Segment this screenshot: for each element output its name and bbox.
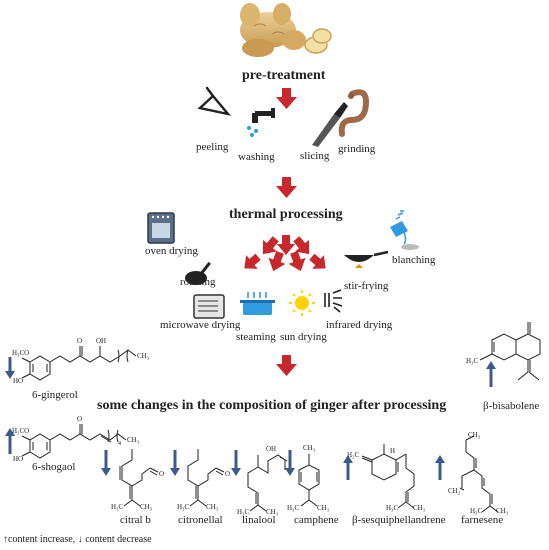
washing-label: washing xyxy=(238,151,275,163)
citral-b-label: citral b xyxy=(120,514,151,526)
bisabolene-structure xyxy=(479,322,541,381)
bisabolene-increase-arrow xyxy=(486,361,496,387)
oven-icon xyxy=(147,212,175,244)
steamer-pot-icon xyxy=(240,292,275,315)
shogaol-h3co-label: H₃CO xyxy=(12,427,30,435)
camphene-label: camphene xyxy=(294,514,339,526)
camphene-structure xyxy=(298,454,320,507)
linalool-structure xyxy=(247,454,288,512)
sesqui-h2c-label: H₂C xyxy=(347,451,360,459)
farnesene-ch2-label: CH₂ xyxy=(448,487,461,495)
gingerol-o-label: O xyxy=(77,337,83,345)
red-down-arrow-3 xyxy=(276,355,297,376)
red-arrow-fan xyxy=(244,235,326,272)
pretreatment-heading: pre-treatment xyxy=(242,68,326,83)
wok-icon xyxy=(344,250,389,268)
farnesene-structure xyxy=(459,435,499,513)
shogaol-o-label: O xyxy=(77,415,83,423)
oven-drying-label: oven drying xyxy=(145,245,198,257)
slicing-label: slicing xyxy=(300,150,330,162)
citral-o-label: O xyxy=(159,470,165,478)
sesquiphellandrene-structure xyxy=(361,444,415,509)
gingerol-decrease-arrow xyxy=(5,357,15,379)
infrared-icon xyxy=(324,289,343,313)
gingerol-oh-label: OH xyxy=(96,337,107,345)
citronellal-label: citronellal xyxy=(178,514,223,526)
ginger-root-image xyxy=(240,3,332,57)
camphene-ch3-top-label: CH₃ xyxy=(303,444,316,452)
thermal-processing-heading: thermal processing xyxy=(229,207,343,222)
sesqui-h-label: H xyxy=(390,447,396,455)
linalool-label: linalool xyxy=(242,514,276,526)
sesqui-h3c-label: H₃C xyxy=(386,504,399,512)
microwave-drying-label: microwave drying xyxy=(160,319,241,331)
gingerol-ho-label: HO xyxy=(13,377,24,385)
roasting-label: roasting xyxy=(180,276,216,288)
camphene-h3c-label: H₃C xyxy=(287,504,300,512)
faucet-icon xyxy=(247,108,275,137)
peeler-icon xyxy=(197,86,232,116)
citral-h3c-label: H₃C xyxy=(111,503,124,511)
shogaol-increase-arrow xyxy=(5,428,15,454)
citral-b-structure xyxy=(119,449,159,507)
sun-drying-label: sun drying xyxy=(280,331,327,343)
trend-legend: ↑content increase, ↓ content decrease xyxy=(3,534,152,545)
infrared-drying-label: infrared drying xyxy=(326,319,393,331)
citral-ch3-label: CH₃ xyxy=(140,503,153,511)
knife-icon xyxy=(312,102,348,147)
gingerol-ch3-label: CH₃ xyxy=(137,352,150,360)
peeling-label: peeling xyxy=(196,141,229,153)
stir-frying-label: stir-frying xyxy=(344,280,389,292)
red-down-arrow-1 xyxy=(276,88,297,109)
farnesene-ch3-top-label: CH₃ xyxy=(468,431,481,439)
sun-icon xyxy=(289,290,315,316)
citronellal-decrease-arrow xyxy=(170,450,180,476)
shogaol-structure xyxy=(21,424,127,459)
blanching-label: blanching xyxy=(392,254,436,266)
red-down-arrow-2 xyxy=(276,177,297,198)
citronellal-h3c-label: H₃C xyxy=(177,503,190,511)
sesquiphellandrene-label: β-sesquiphellandrene xyxy=(352,514,446,526)
steaming-label: steaming xyxy=(236,331,276,343)
farnesene-label: farnesene xyxy=(461,514,504,526)
pouring-water-icon xyxy=(390,210,419,250)
linalool-ch3-label: CH₃ xyxy=(266,508,279,516)
sesqui-ch3-label: CH₃ xyxy=(413,504,426,512)
shogaol-ho-label: HO xyxy=(13,455,24,463)
farnesene-increase-arrow xyxy=(435,455,445,480)
farnesene-h3c-label: H₃C xyxy=(470,507,483,515)
camphene-ch3-label: CH₃ xyxy=(317,504,330,512)
citral-b-decrease-arrow xyxy=(101,450,111,476)
farnesene-ch3-label: CH₃ xyxy=(496,507,509,515)
gingerol-label: 6-gingerol xyxy=(32,389,78,401)
camphene-decrease-arrow xyxy=(285,450,295,476)
citronellal-ch3-label: CH₃ xyxy=(206,503,219,511)
shogaol-4-label: 4 xyxy=(118,441,121,447)
citronellal-structure xyxy=(187,449,225,507)
frying-pan-icon xyxy=(185,261,211,285)
bisabolene-h3c-label: H₃C xyxy=(466,357,479,365)
citronellal-o-label: O xyxy=(225,470,231,478)
shogaol-ch3-label: CH₃ xyxy=(127,436,140,444)
sesquiphellandrene-increase-arrow xyxy=(343,455,353,480)
microwave-icon xyxy=(193,294,225,319)
gingerol-structure xyxy=(21,346,137,381)
bisabolene-label: β-bisabolene xyxy=(483,400,540,412)
sausage-grinding-icon xyxy=(338,89,370,137)
composition-changes-heading: some changes in the composition of ginge… xyxy=(97,398,447,413)
gingerol-h3co-label: H₃CO xyxy=(12,349,30,357)
grinding-label: grinding xyxy=(338,143,376,155)
linalool-decrease-arrow xyxy=(231,450,241,476)
linalool-oh-label: OH xyxy=(266,445,277,453)
shogaol-label: 6-shogaol xyxy=(32,461,76,473)
linalool-h3c-label: H₃C xyxy=(237,508,250,516)
